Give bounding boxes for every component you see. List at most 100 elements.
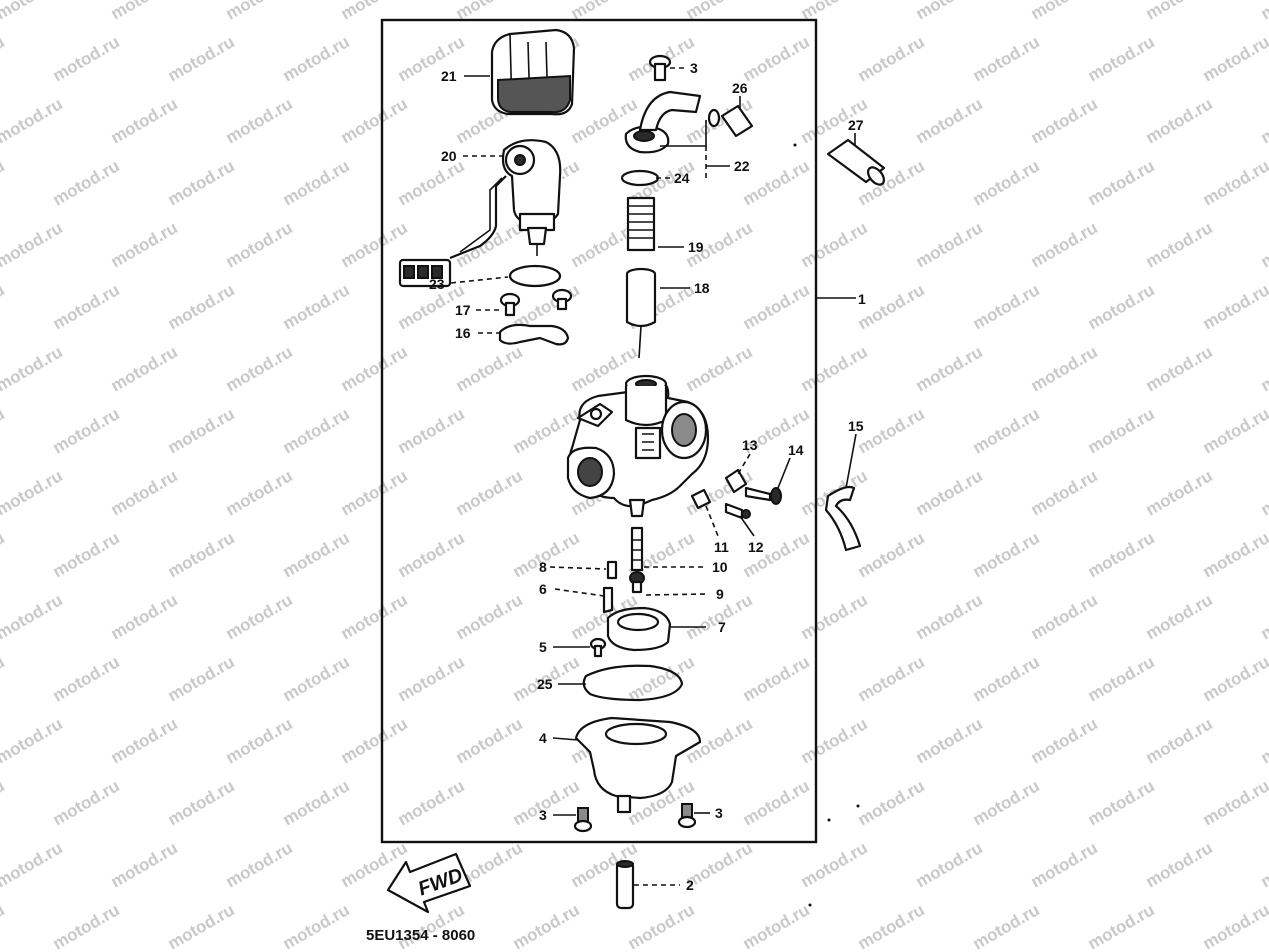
watermark-text: motod.ru — [338, 466, 411, 519]
watermark-text: motod.ru — [223, 0, 296, 23]
watermark-text: motod.ru — [1143, 714, 1216, 767]
watermark-text: motod.ru — [0, 652, 8, 705]
watermark-text: motod.ru — [625, 900, 698, 952]
watermark-text: motod.ru — [223, 590, 296, 643]
watermark-text: motod.ru — [223, 838, 296, 891]
callout-15: 15 — [848, 418, 864, 434]
callout-5: 5 — [539, 639, 547, 655]
watermark-text: motod.ru — [913, 342, 986, 395]
watermark-text: motod.ru — [1143, 838, 1216, 891]
watermark-text: motod.ru — [1143, 342, 1216, 395]
carburetor-body — [566, 374, 710, 518]
watermark-text: motod.ru — [740, 32, 813, 85]
watermark-text: motod.ru — [453, 342, 526, 395]
watermark-text: motod.ru — [1085, 156, 1158, 209]
watermark-text: motod.ru — [913, 0, 986, 23]
watermark-text: motod.ru — [970, 156, 1043, 209]
callout-2: 2 — [686, 877, 694, 893]
part-4-float-bowl — [574, 716, 702, 814]
watermark-text: motod.ru — [1085, 32, 1158, 85]
callout-26: 26 — [732, 80, 748, 96]
watermark-text: motod.ru — [108, 342, 181, 395]
part-9-main-jet — [629, 571, 645, 594]
part-22-cable-elbow — [624, 90, 721, 154]
watermark-text: motod.ru — [740, 280, 813, 333]
watermark-text: motod.ru — [1200, 776, 1269, 829]
part-3-screws-bottom — [573, 803, 697, 833]
callout-1: 1 — [858, 291, 866, 307]
watermark-text: motod.ru — [165, 776, 238, 829]
watermark-text: motod.ru — [50, 776, 123, 829]
watermark-text: motod.ru — [50, 32, 123, 85]
watermark-text: motod.ru — [108, 218, 181, 271]
callout-9: 9 — [716, 586, 724, 602]
watermark-text: motod.ru — [0, 528, 8, 581]
watermark-text: motod.ru — [1028, 838, 1101, 891]
watermark-text: motod.ru — [223, 466, 296, 519]
watermark-text: motod.ru — [1028, 342, 1101, 395]
watermark-text: motod.ru — [1200, 900, 1269, 952]
watermark-text: motod.ru — [0, 404, 8, 457]
watermark-text: motod.ru — [1143, 466, 1216, 519]
watermark-text: motod.ru — [970, 404, 1043, 457]
watermark-text: motod.ru — [165, 900, 238, 952]
watermark-text: motod.ru — [108, 466, 181, 519]
watermark-text: motod.ru — [223, 714, 296, 767]
part-14-screw — [744, 486, 782, 505]
watermark-text: motod.ru — [0, 0, 66, 23]
watermark-text: motod.ru — [913, 466, 986, 519]
watermark-text: motod.ru — [798, 714, 871, 767]
watermark-text: motod.ru — [913, 94, 986, 147]
watermark-text: motod.ru — [50, 652, 123, 705]
watermark-text: motod.ru — [223, 342, 296, 395]
watermark-text: motod.ru — [970, 280, 1043, 333]
watermark-text: motod.ru — [280, 776, 353, 829]
watermark-text: motod.ru — [0, 32, 8, 85]
watermark-text: motod.ru — [0, 342, 66, 395]
callout-21: 21 — [441, 68, 457, 84]
watermark-text: motod.ru — [108, 590, 181, 643]
part-11-spring — [690, 488, 712, 510]
watermark-text: motod.ru — [165, 404, 238, 457]
watermark-text: motod.ru — [1143, 218, 1216, 271]
watermark-text: motod.ru — [280, 32, 353, 85]
part-26-sleeve — [720, 104, 754, 138]
part-12-screw — [724, 502, 751, 520]
watermark-text: motod.ru — [1200, 32, 1269, 85]
callout-12: 12 — [748, 539, 764, 555]
watermark-text: motod.ru — [798, 218, 871, 271]
watermark-text: motod.ru — [280, 652, 353, 705]
part-19-spring — [626, 196, 656, 252]
watermark-text: motod.ru — [1085, 528, 1158, 581]
watermark-text: motod.ru — [223, 218, 296, 271]
watermark-text: motod.ru — [50, 280, 123, 333]
watermark-text: motod.ru — [1085, 900, 1158, 952]
watermark-text: motod.ru — [108, 838, 181, 891]
watermark-text: motod.ru — [970, 776, 1043, 829]
callout-6: 6 — [539, 581, 547, 597]
watermark-text: motod.ru — [280, 900, 353, 952]
callout-25: 25 — [537, 676, 553, 692]
watermark-text: motod.ru — [453, 466, 526, 519]
watermark-text: motod.ru — [855, 776, 928, 829]
part-20-starter-assembly — [398, 139, 562, 288]
watermark-text: motod.ru — [395, 652, 468, 705]
watermark-text: motod.ru — [1200, 404, 1269, 457]
part-13-washer — [724, 468, 748, 494]
callout-16: 16 — [455, 325, 471, 341]
watermark-text: motod.ru — [510, 900, 583, 952]
watermark-text: motod.ru — [913, 218, 986, 271]
callout-3-left: 3 — [539, 807, 547, 823]
callout-3-right: 3 — [715, 805, 723, 821]
part-7-float — [606, 606, 672, 652]
callout-10: 10 — [712, 559, 728, 575]
watermark-text: motod.ru — [165, 32, 238, 85]
dots — [793, 143, 860, 907]
assembly-frame — [380, 18, 818, 844]
part-2-drain-tube — [615, 860, 635, 910]
part-8-pilot-jet — [606, 560, 618, 580]
watermark-text: motod.ru — [0, 466, 66, 519]
callout-13: 13 — [742, 437, 758, 453]
watermark-text: motod.ru — [165, 652, 238, 705]
part-5-screw — [589, 637, 607, 658]
